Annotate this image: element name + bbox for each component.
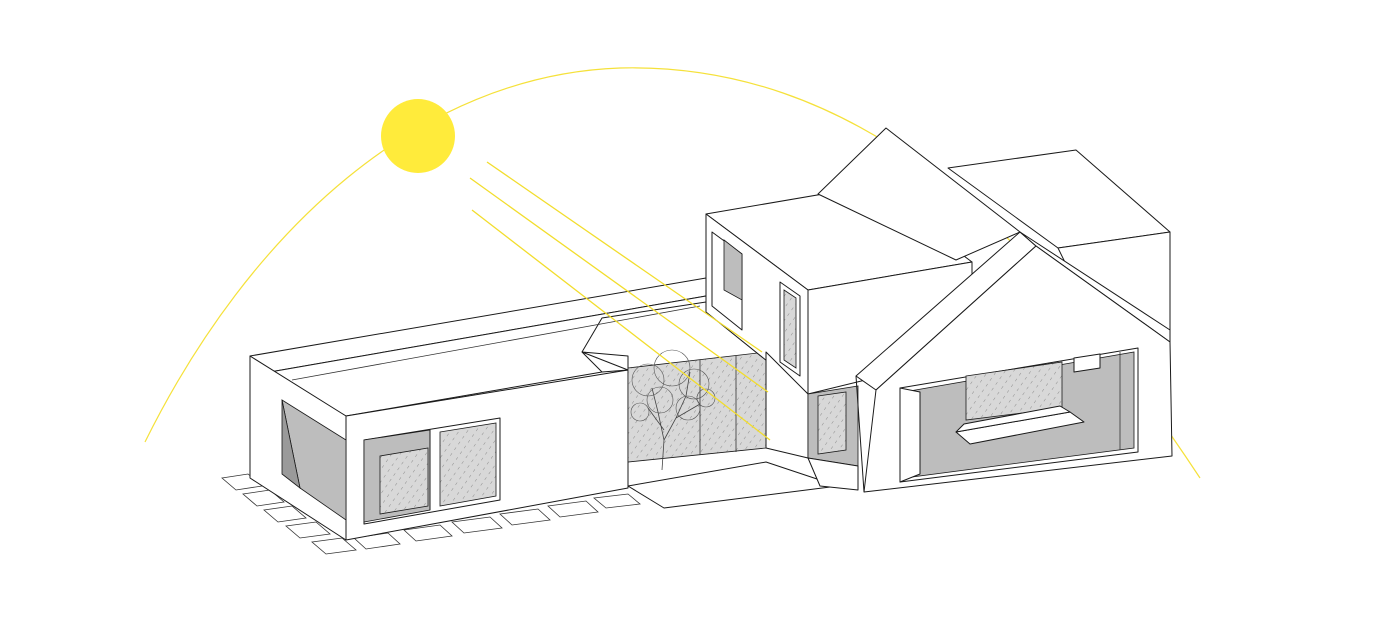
sun-ray [471, 209, 771, 441]
ground-pavers [221, 473, 641, 555]
courtyard-slab [627, 461, 839, 509]
upper-box [705, 185, 973, 491]
sun-ray [486, 161, 763, 353]
tree-icon [630, 349, 716, 471]
gable-house [817, 127, 1173, 493]
left-wing [249, 277, 707, 541]
sun-ray [469, 177, 769, 393]
sun-rays [469, 161, 771, 441]
sun-icon [381, 99, 455, 173]
